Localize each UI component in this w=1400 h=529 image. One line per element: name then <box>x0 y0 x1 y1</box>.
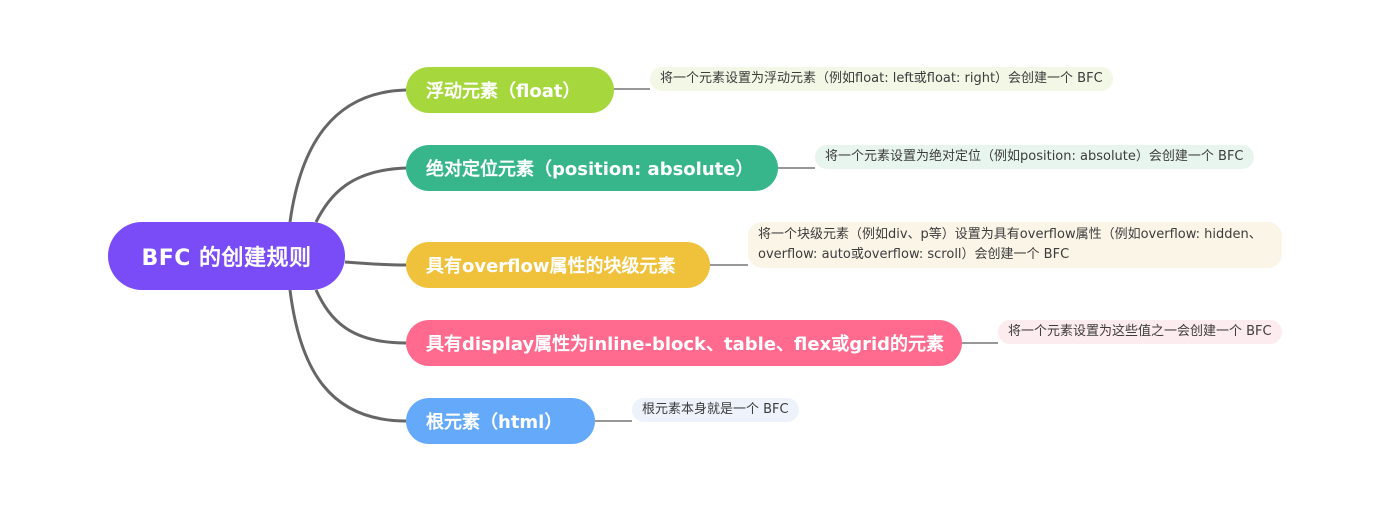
topic-float[interactable]: 浮动元素（float） <box>406 67 614 113</box>
note-absolute[interactable]: 将一个元素设置为绝对定位（例如position: absolute）会创建一个 … <box>815 145 1254 169</box>
topic-html[interactable]: 根元素（html） <box>406 398 595 444</box>
topic-label: 绝对定位元素（position: absolute） <box>426 159 754 180</box>
topic-label: 具有overflow属性的块级元素 <box>426 256 676 277</box>
note-text-line-2: overflow: auto或overflow: scroll）会创建一个 BF… <box>758 247 1070 262</box>
connector-float <box>288 88 407 223</box>
topic-absolute[interactable]: 绝对定位元素（position: absolute） <box>406 145 778 191</box>
topic-overflow[interactable]: 具有overflow属性的块级元素 <box>406 242 710 288</box>
note-text: 将一个元素设置为绝对定位（例如position: absolute）会创建一个 … <box>825 149 1244 164</box>
connector-html <box>288 289 407 423</box>
note-text-line-1: 将一个块级元素（例如div、p等）设置为具有overflow属性（例如overf… <box>758 227 1262 242</box>
connector-display <box>314 289 407 345</box>
root-topic[interactable]: BFC 的创建规则 <box>108 222 345 290</box>
note-display[interactable]: 将一个元素设置为这些值之一会创建一个 BFC <box>998 320 1282 344</box>
note-float[interactable]: 将一个元素设置为浮动元素（例如float: left或float: right）… <box>650 67 1113 91</box>
connector-overflow <box>344 260 407 267</box>
note-overflow[interactable]: 将一个块级元素（例如div、p等）设置为具有overflow属性（例如overf… <box>748 222 1282 268</box>
root-topic-label: BFC 的创建规则 <box>141 246 312 271</box>
topic-label: 浮动元素（float） <box>426 81 581 102</box>
topic-label: 具有display属性为inline-block、table、flex或grid… <box>426 334 945 355</box>
note-text: 将一个元素设置为浮动元素（例如float: left或float: right）… <box>660 71 1103 86</box>
topic-display[interactable]: 具有display属性为inline-block、table、flex或grid… <box>406 320 962 366</box>
note-text: 根元素本身就是一个 BFC <box>642 402 789 417</box>
note-html[interactable]: 根元素本身就是一个 BFC <box>632 398 799 422</box>
note-text: 将一个元素设置为这些值之一会创建一个 BFC <box>1008 324 1272 339</box>
topic-label: 根元素（html） <box>426 412 563 433</box>
connector-absolute <box>314 166 407 223</box>
